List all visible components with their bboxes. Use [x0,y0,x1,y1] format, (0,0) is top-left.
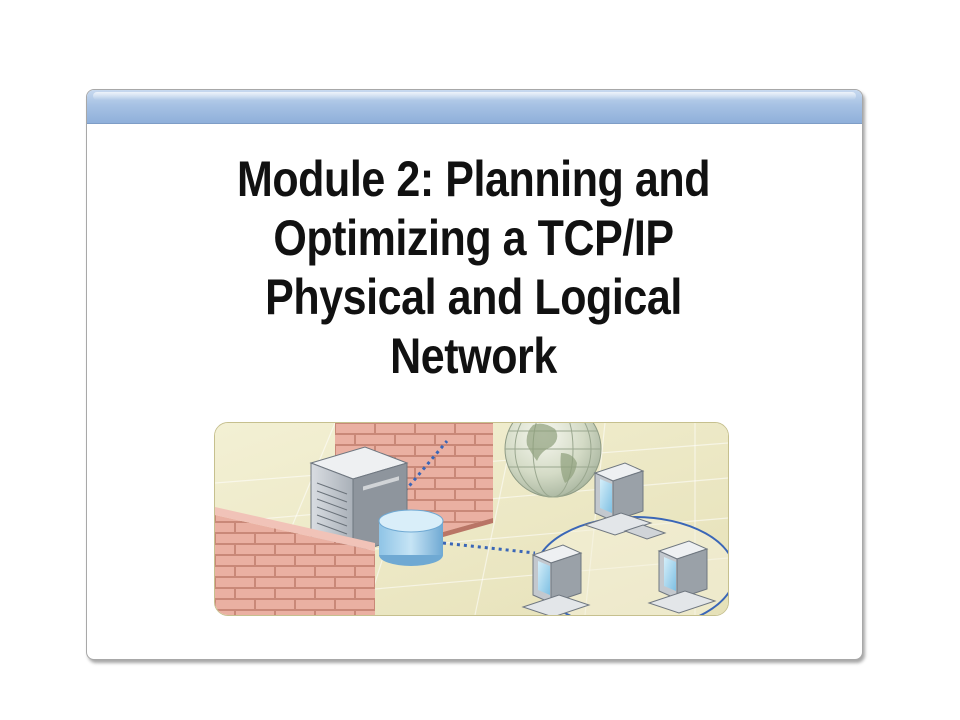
desktop-computer-icon [647,540,717,614]
slide-title: Module 2: Planning and Optimizing a TCP/… [140,150,807,386]
slide-title-line-2: Optimizing a TCP/IP [273,210,674,266]
slide-title-line-1: Module 2: Planning and [236,151,711,207]
brick-wall-front-icon [215,507,375,615]
title-bar-shine [93,92,856,100]
desktop-computer-icon [583,462,667,540]
network-illustration [214,422,729,616]
globe-icon [504,423,602,498]
database-icon [378,509,444,566]
slide-title-bar [87,90,862,124]
network-link-dotted-2 [442,541,536,555]
desktop-computer-icon [521,544,591,615]
slide-title-line-4: Network [390,328,557,384]
slide-title-line-3: Physical and Logical [265,269,682,325]
